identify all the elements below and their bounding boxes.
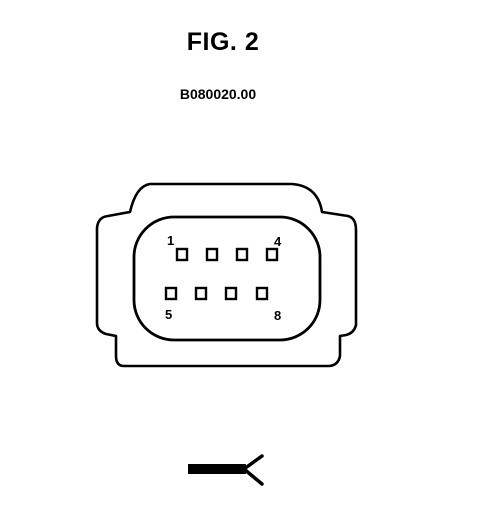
- pin-1: [175, 247, 189, 262]
- pin-label-5: 5: [165, 307, 172, 322]
- pin-5: [164, 286, 178, 301]
- figure-title: FIG. 2: [186, 28, 260, 56]
- pin-3: [235, 247, 249, 262]
- pin-cavity: [132, 215, 322, 342]
- wire-harness-icon: [188, 454, 264, 486]
- pin-6: [194, 286, 208, 301]
- connector-housing: [95, 182, 358, 368]
- pin-2: [205, 247, 219, 262]
- pin-8: [255, 286, 269, 301]
- pin-label-1: 1: [167, 233, 174, 248]
- figure-code: B080020.00: [179, 86, 257, 102]
- pin-7: [224, 286, 238, 301]
- pin-label-8: 8: [274, 308, 281, 323]
- pin-4: [265, 247, 279, 262]
- pin-label-4: 4: [274, 234, 282, 249]
